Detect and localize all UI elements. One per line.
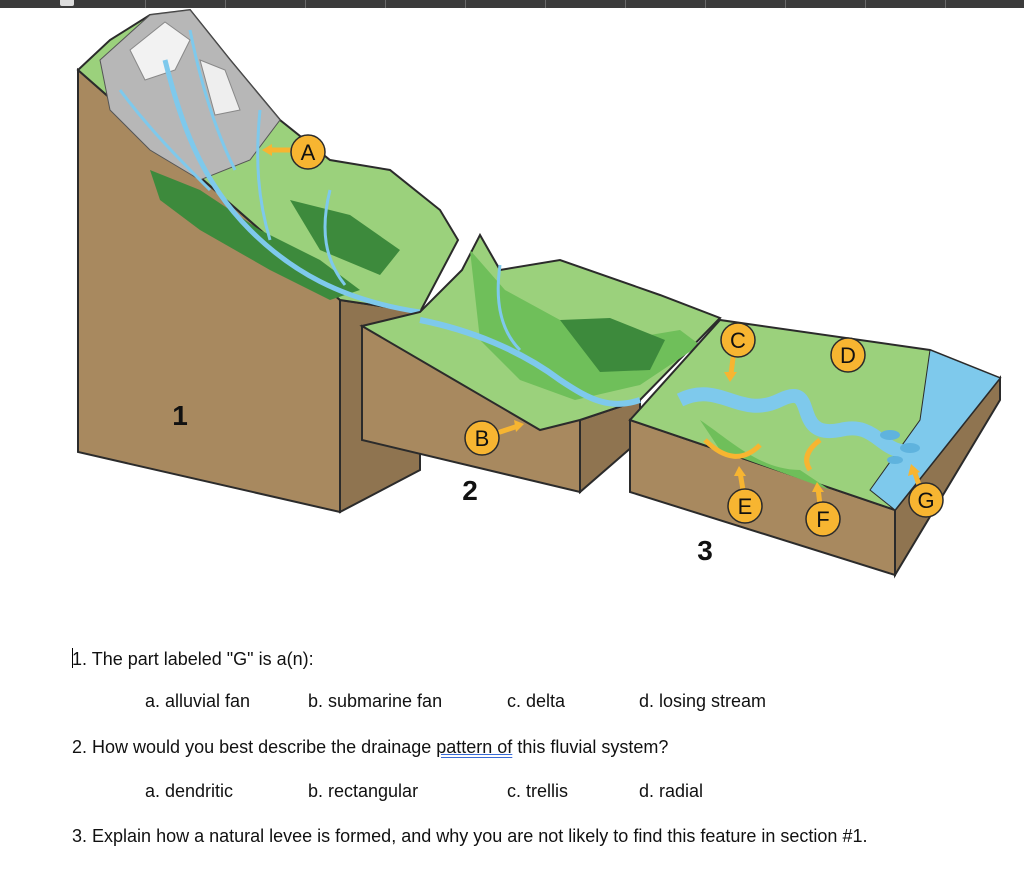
question-2-option-a: a. dendritic — [145, 781, 234, 801]
callout-f-label: F — [816, 507, 829, 532]
question-1-option-c: c. delta — [507, 691, 566, 711]
callout-arrows — [262, 144, 923, 508]
callout-d: D — [830, 337, 866, 373]
section-label-2: 2 — [462, 475, 478, 506]
ruler-tick — [385, 0, 386, 8]
callout-c-label: C — [730, 328, 746, 353]
callout-f: F — [805, 501, 841, 537]
text-cursor — [72, 648, 73, 668]
question-1[interactable]: 1. The part labeled "G" is a(n): — [72, 648, 314, 670]
question-2-number: 2. — [72, 737, 88, 757]
question-2[interactable]: 2. How would you best describe the drain… — [72, 736, 668, 758]
grammar-flagged-text[interactable]: pattern of — [436, 737, 513, 757]
question-3-number: 3. — [72, 826, 88, 846]
question-1-option-a: a. alluvial fan — [145, 691, 251, 711]
ruler-tick — [545, 0, 546, 8]
document-ruler — [0, 0, 1024, 8]
ruler-tick — [945, 0, 946, 8]
question-1-number: 1. — [72, 649, 88, 669]
ruler-tick — [145, 0, 146, 8]
callout-c: C — [720, 322, 756, 358]
callout-b-label: B — [475, 426, 490, 451]
callout-b: B — [464, 420, 500, 456]
question-1-option-d: d. losing stream — [639, 691, 767, 711]
question-2-option-c: c. trellis — [507, 781, 569, 801]
question-2-option-b: b. rectangular — [308, 781, 419, 801]
fluvial-system-diagram: A B C D E F G 1 2 3 — [76, 8, 1002, 579]
question-3[interactable]: 3. Explain how a natural levee is formed… — [72, 825, 867, 847]
block-1-mountain — [76, 8, 460, 514]
callout-a: A — [290, 134, 326, 170]
section-label-1: 1 — [172, 400, 188, 431]
callout-e: E — [727, 488, 763, 524]
ruler-tick — [785, 0, 786, 8]
callout-d-label: D — [840, 343, 856, 368]
ruler-tick — [625, 0, 626, 8]
callout-a-label: A — [301, 140, 316, 165]
question-1-option-b: b. submarine fan — [308, 691, 443, 711]
block-2-hills — [359, 232, 722, 495]
question-2-text: How would you best describe the drainage — [92, 737, 437, 757]
ruler-tick — [705, 0, 706, 8]
block-3-floodplain — [628, 318, 1002, 579]
question-2-text-end: this fluvial system? — [512, 737, 669, 757]
ruler-indent-marker[interactable] — [60, 0, 74, 6]
question-2-option-d: d. radial — [639, 781, 704, 801]
callout-g-label: G — [917, 488, 934, 513]
ruler-tick — [865, 0, 866, 8]
question-1-text: The part labeled "G" is a(n): — [91, 649, 314, 669]
callout-g: G — [908, 482, 944, 518]
section-label-3: 3 — [697, 535, 713, 566]
callout-e-label: E — [738, 494, 753, 519]
ruler-tick — [225, 0, 226, 8]
ruler-tick — [465, 0, 466, 8]
question-3-text: Explain how a natural levee is formed, a… — [92, 826, 868, 846]
ruler-tick — [305, 0, 306, 8]
